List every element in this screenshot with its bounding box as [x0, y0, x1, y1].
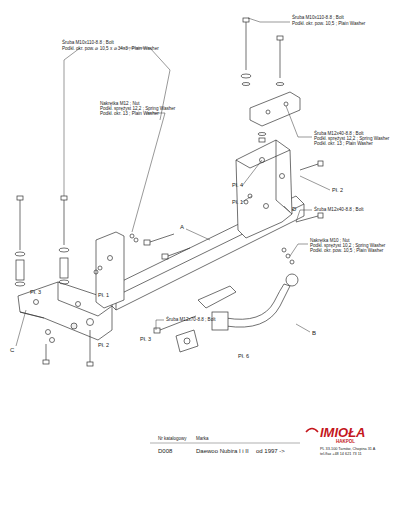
plate-callout: Pł. 6: [238, 353, 249, 359]
plate-callout: Pł. 3: [30, 289, 41, 295]
part-label: Nakrętka M10 ; Nut: [310, 238, 350, 243]
part-label: Podkł. okr. 13 ; Plain Washer: [314, 141, 373, 146]
part-letter: B: [312, 330, 316, 337]
plate-callout: Pł. 4: [232, 182, 243, 188]
part-letter: C: [10, 347, 14, 354]
plate-callout: Pł. 3: [140, 336, 151, 342]
part-label: Podkł. sprężyst 10,2 ; Spring Washer: [310, 243, 385, 248]
title-block-field: Marka: [196, 437, 209, 442]
plate-callout: Pł. 2: [98, 342, 109, 348]
part-label: Śruba M12x40-8.8 ; Bolt: [314, 207, 364, 212]
part-letter: A: [180, 224, 184, 231]
plate-callout: Pł. 1: [98, 292, 109, 298]
part-label: Śruba M10x110-8.8 ; Bolt: [62, 40, 114, 45]
part-label: Podkł. okr. pow. 10,5 ; Plain Washer: [310, 248, 383, 253]
part-letter: D: [292, 206, 296, 213]
part-label: Podkł. okr. pow. 10,5 ; Plain Washer: [292, 21, 365, 26]
year-range: od 1997 ->: [256, 448, 285, 455]
title-block-field: Nr katalogowy: [158, 437, 187, 442]
part-label: Śruba M12x70-8.8 ; Bolt: [166, 317, 216, 322]
part-label: Podkł. sprężyst 12,2 ; Spring Washer: [314, 136, 389, 141]
logo-text: IMIOŁA: [320, 426, 366, 440]
logo-subtext: HAKPOL: [336, 440, 355, 445]
part-label: Śruba M12x40-8.8 ; Bolt: [314, 131, 364, 136]
catalogue-number: D008: [158, 448, 172, 455]
plate-callout: Pł. 1: [232, 199, 243, 205]
car-model: Daewoo Nubira I i II: [196, 448, 249, 455]
address-text: PL 33-100 Tarnów, Chopina 31 A: [320, 447, 375, 451]
address-text: tel./fax +48 14 621 73 11: [320, 452, 362, 456]
plate-callout: Pł. 2: [332, 187, 343, 193]
part-label: Podkł. sprężyst 12,2 ; Spring Washer: [100, 106, 175, 111]
part-label: Podkł. okr. pow. ⌀ 10,5 x ⌀ 34x3 ; Plain…: [62, 46, 159, 51]
part-label: Podkł. okr. 13 ; Plain Washer: [100, 111, 159, 116]
part-label: Śruba M10x110-8.8 ; Bolt: [292, 15, 344, 20]
part-label: Nakrętka M12 ; Nut: [100, 101, 140, 106]
